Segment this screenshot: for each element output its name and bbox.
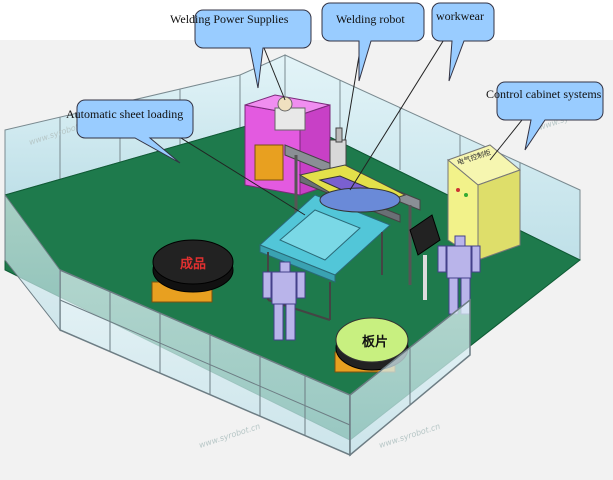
operator-terminal [409, 214, 441, 300]
finished-table-label: 成品 [180, 256, 206, 272]
callout-control-cabinet: Control cabinet systems [486, 81, 604, 151]
control-cabinet: 电气控制柜 [447, 144, 521, 261]
operator-left [262, 261, 306, 341]
sheet-parts-table: 板片 [334, 317, 409, 373]
callout-power-supplies-text: Welding Power Supplies [170, 12, 289, 26]
callout-power-supplies: Welding Power Supplies [170, 9, 312, 89]
callout-robot-text: Welding robot [336, 12, 405, 26]
callout-workwear-text: workwear [436, 9, 484, 23]
sheet-table-label: 板片 [362, 334, 388, 350]
operator-right [437, 235, 481, 315]
callout-sheet-loading-text: Automatic sheet loading [66, 107, 183, 121]
callout-workwear: workwear [431, 2, 495, 82]
finished-parts-table: 成品 [151, 239, 234, 303]
front-fence [4, 193, 471, 457]
callout-robot: Welding robot [321, 2, 425, 82]
callout-sheet-loading: Automatic sheet loading [66, 99, 194, 164]
power-supply-rack [244, 94, 331, 196]
callout-control-cabinet-text: Control cabinet systems [486, 87, 602, 101]
